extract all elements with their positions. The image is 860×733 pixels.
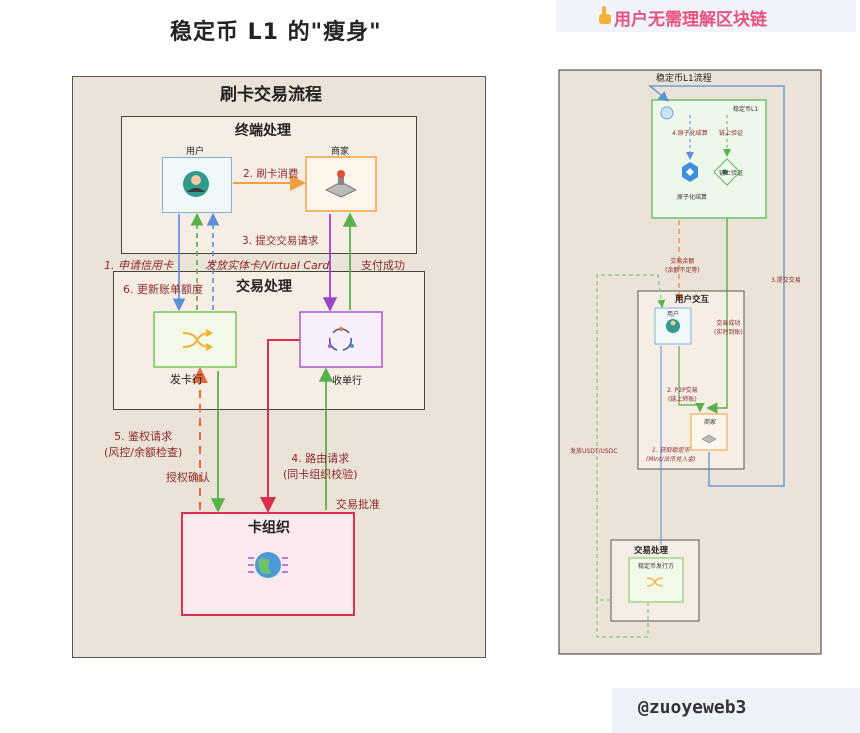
r-merchant-label: 商家 — [704, 419, 717, 426]
user-label: 用户 — [186, 147, 205, 157]
r-merchant-node — [690, 413, 728, 451]
l1-flow-title: 稳定币L1流程 — [656, 74, 712, 84]
send-usdt-label: 发放USDT/USDC — [570, 448, 618, 455]
pointing-hand-icon — [599, 6, 611, 24]
r-issuer-label: 稳定币发行方 — [638, 563, 675, 570]
balance-label: 交易余额 (余额不足等) — [665, 258, 700, 274]
card-flow-title: 刷卡交易流程 — [220, 85, 322, 105]
user-interaction-title: 用户交互 — [675, 295, 710, 305]
submit-label: 3. 提交交易请求 — [242, 235, 319, 247]
page-title: 稳定币 L1 的"瘦身" — [170, 20, 382, 45]
footer-handle: @zuoyeweb3 — [638, 697, 747, 718]
route-arrow — [260, 339, 300, 513]
acquire-label: 1. 获取稳定币 (Mint/法币兑入金) — [646, 447, 696, 463]
acquirer-label: 收单行 — [332, 376, 362, 387]
tx-success-label: 交易成功 (实时到账) — [714, 320, 743, 336]
chain-verify-edge-label: 链上验证 — [719, 130, 744, 137]
swipe-label: 2. 刷卡消费 — [243, 168, 299, 180]
approve-label: 交易批准 — [336, 498, 380, 511]
atomic-settle-label: 4.原子化结算 — [672, 130, 708, 137]
l1-box — [651, 99, 767, 219]
shuffle-icon — [182, 329, 213, 351]
issue-card-label: 发放实体卡/Virtual Card — [205, 259, 330, 272]
transaction-title: 交易处理 — [236, 279, 292, 295]
r-user-label: 用户 — [667, 311, 680, 318]
atomic-node-label: 原子化结算 — [677, 194, 708, 201]
user-avatar-icon — [183, 171, 209, 197]
r-transaction-title: 交易处理 — [634, 546, 669, 556]
l1-label: 稳定币L1 — [733, 106, 759, 113]
auth-confirm-label: 授权确认 — [166, 471, 210, 484]
issuer-node — [153, 311, 237, 368]
update-bill-label: 6. 更新账单额度 — [123, 283, 203, 296]
footer-banner: @zuoyeweb3 — [612, 688, 860, 733]
network-label: 卡组织 — [248, 520, 290, 536]
terminal-title: 终端处理 — [235, 123, 291, 139]
right-banner-text: 用户无需理解区块链 — [614, 10, 767, 30]
globe-network-icon — [248, 552, 288, 578]
pos-terminal-icon — [325, 170, 357, 198]
right-banner: 用户无需理解区块链 — [556, 0, 856, 32]
route-label: 4. 路由请求 (同卡组织校验) — [283, 452, 358, 481]
apply-card-label: 1. 申请信用卡 — [104, 259, 173, 272]
auth-request-label: 5. 鉴权请求 (风控/余额检查) — [104, 430, 183, 459]
submit-tx-label: 3.提交交易 — [771, 277, 801, 284]
chain-verify-node-label: 链上验证 — [719, 170, 744, 177]
p2p-label: 2. P2P交易 (链上转账) — [667, 387, 698, 403]
merchant-label: 商家 — [331, 147, 350, 157]
cycle-icon — [328, 327, 354, 351]
payment-success-label: 支付成功 — [361, 259, 405, 272]
acquirer-node — [299, 311, 383, 368]
issuer-label: 发卡行 — [170, 373, 203, 386]
